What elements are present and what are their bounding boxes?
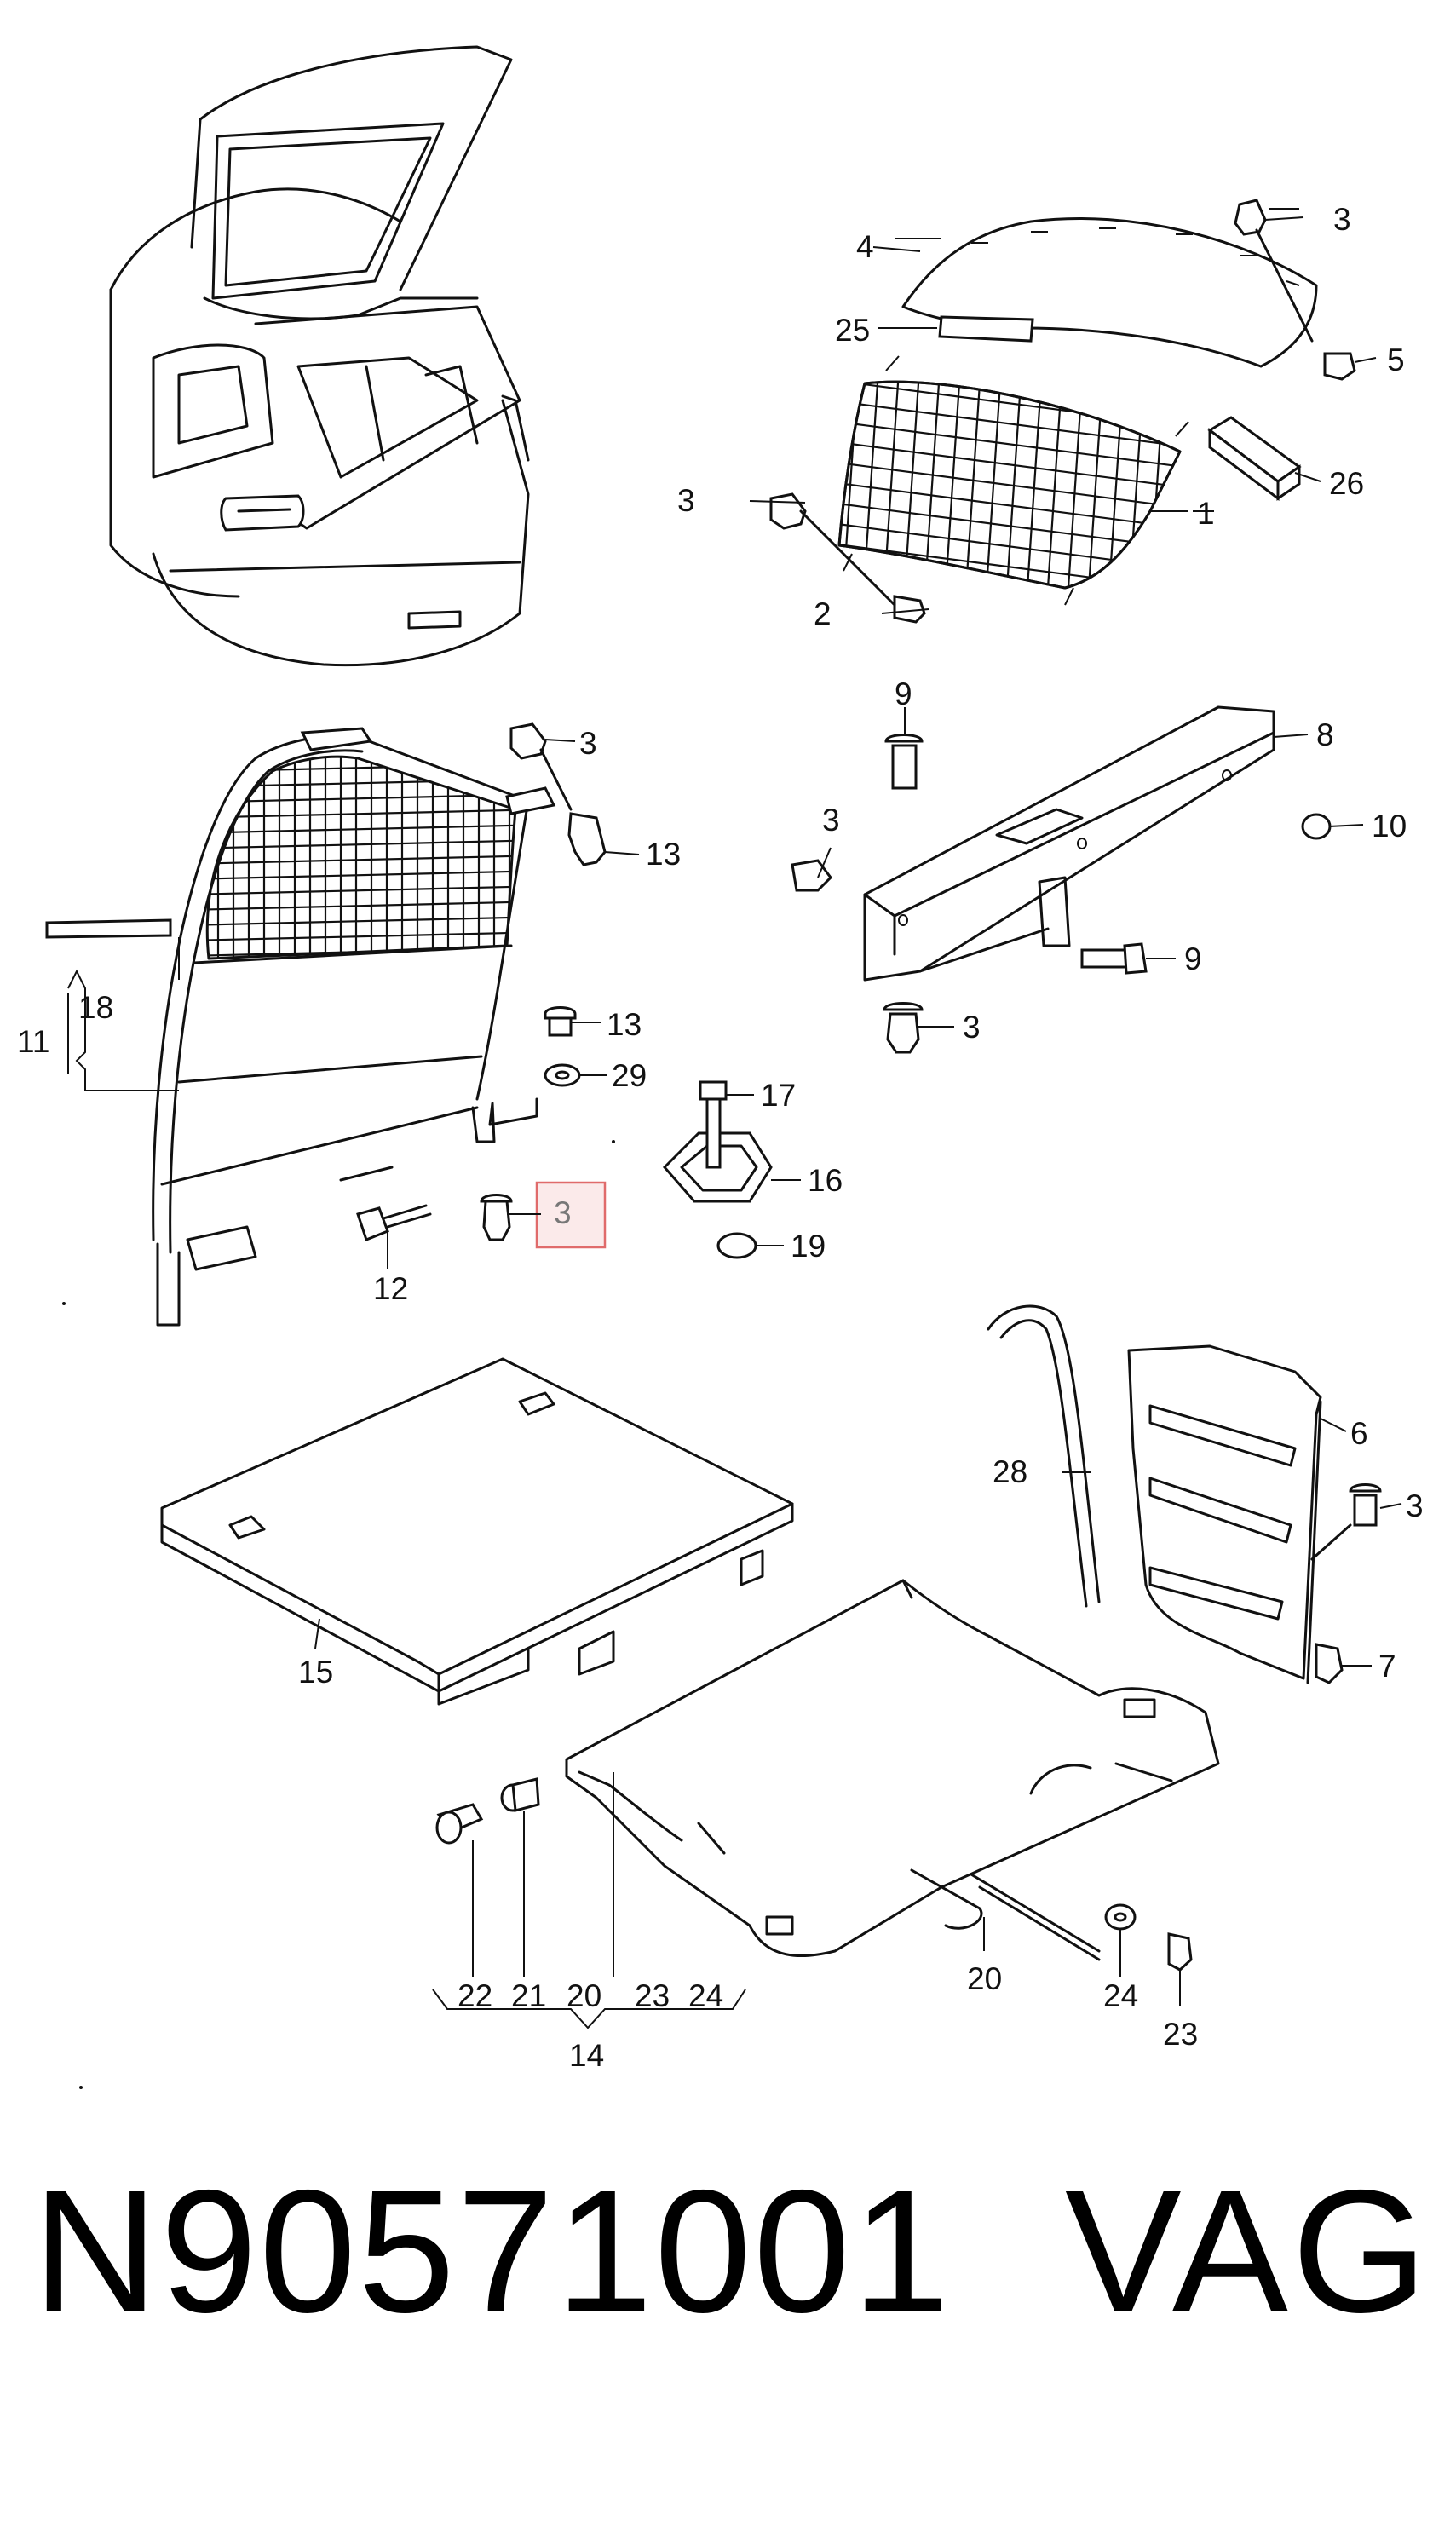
callout-29: 29 (612, 1058, 647, 1093)
small-fasteners-bottom (435, 1777, 1193, 1972)
callout-17: 17 (761, 1078, 796, 1113)
strip-18 (45, 918, 172, 939)
callout-19: 19 (791, 1229, 826, 1264)
callout-3f: 3 (1406, 1488, 1424, 1523)
callout-20a: 20 (567, 1978, 601, 2013)
callout-24a: 24 (688, 1978, 723, 2013)
callout-16: 16 (808, 1163, 843, 1198)
foam-block-26 (1207, 416, 1302, 501)
callout-9b: 9 (1184, 941, 1202, 976)
callout-26: 26 (1329, 466, 1364, 501)
callout-13a: 13 (646, 837, 681, 872)
car-rear-illustration (109, 45, 530, 667)
callout-3d: 3 (822, 803, 840, 838)
callout-3e: 3 (963, 1010, 981, 1045)
callout-3-highlighted: 3 (554, 1195, 572, 1230)
callout-24b: 24 (1103, 1978, 1138, 2013)
callout-3b: 3 (677, 483, 695, 518)
callout-9a: 9 (895, 676, 912, 711)
callout-12: 12 (373, 1271, 408, 1306)
callout-4: 4 (856, 229, 874, 264)
callout-3a: 3 (1333, 202, 1351, 237)
callout-7: 7 (1378, 1649, 1396, 1684)
seal-strip-28 (987, 1304, 1101, 1608)
callout-10: 10 (1372, 809, 1407, 843)
callout-20b: 20 (967, 1961, 1002, 1996)
callout-13b: 13 (607, 1007, 642, 1042)
foam-pad-25 (938, 315, 1034, 343)
brand-label: VAG (1065, 2154, 1431, 2349)
callout-3c: 3 (579, 726, 597, 761)
part-number-label: N90571001 (32, 2154, 952, 2349)
floor-covering-14 (565, 1579, 1220, 1961)
callout-6: 6 (1350, 1416, 1368, 1451)
parcel-shelf-cover (901, 217, 1318, 368)
callout-labels: 4 25 3 5 26 3 1 2 3 13 9 8 3 10 9 3 18 1… (17, 202, 1424, 2073)
callout-23b: 23 (1163, 2017, 1198, 2052)
callout-25: 25 (835, 313, 870, 348)
callout-2: 2 (814, 596, 832, 631)
leader-lines (67, 208, 1402, 2029)
callout-28: 28 (993, 1454, 1027, 1489)
callout-23a: 23 (635, 1978, 670, 2013)
callout-1: 1 (1197, 496, 1215, 531)
tie-down-bracket-16 (662, 1080, 773, 1259)
cargo-net-1 (837, 355, 1189, 606)
callout-5: 5 (1387, 343, 1405, 377)
callout-8: 8 (1316, 717, 1334, 752)
callout-22: 22 (458, 1978, 492, 2013)
callout-11: 11 (17, 1024, 49, 1059)
callout-15: 15 (298, 1655, 333, 1690)
callout-21: 21 (511, 1978, 546, 2013)
side-panel-6 (1127, 1344, 1382, 1684)
callout-14: 14 (569, 2038, 604, 2073)
side-rail-8 (863, 705, 1275, 982)
floor-board-15 (160, 1357, 794, 1706)
fasteners-divider (356, 722, 607, 1241)
exploded-parts-diagram: 4 25 3 5 26 3 1 2 3 13 9 8 3 10 9 3 18 1… (17, 45, 1424, 2089)
callout-18: 18 (78, 990, 113, 1025)
highlight-box (535, 1181, 607, 1249)
fasteners-rail (791, 734, 1332, 1054)
